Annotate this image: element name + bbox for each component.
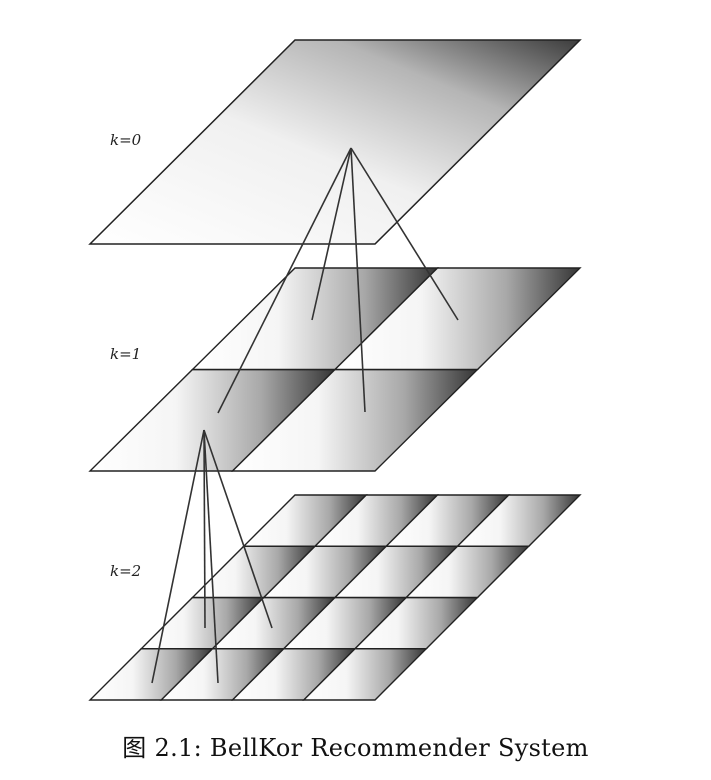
level-2-plane bbox=[88, 494, 582, 701]
connectors bbox=[151, 147, 459, 684]
caption-text: 2.1: BellKor Recommender System bbox=[154, 734, 589, 762]
caption-prefix: 图 bbox=[122, 734, 147, 762]
level-0-plane bbox=[88, 39, 582, 245]
connector-line bbox=[217, 147, 352, 414]
level-1-plane bbox=[88, 267, 582, 472]
connector-line bbox=[203, 429, 219, 684]
level-2-label: k=2 bbox=[110, 562, 141, 580]
figure-caption: 图 2.1: BellKor Recommender System bbox=[0, 728, 711, 763]
connector-line bbox=[311, 147, 352, 321]
connector-line bbox=[350, 147, 459, 321]
level-1-label: k=1 bbox=[110, 345, 141, 363]
level-2-cell bbox=[455, 494, 582, 547]
connector-line bbox=[203, 429, 273, 629]
level-0-cell bbox=[88, 39, 582, 245]
connector-line bbox=[151, 429, 205, 684]
level-0-label: k=0 bbox=[110, 131, 142, 149]
connector-line bbox=[203, 429, 206, 629]
connector-line bbox=[350, 147, 366, 413]
